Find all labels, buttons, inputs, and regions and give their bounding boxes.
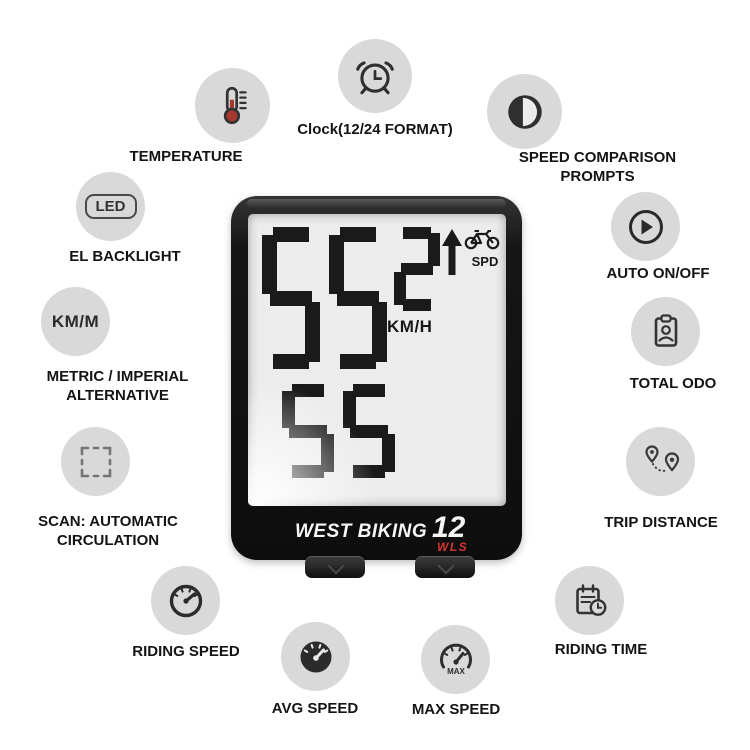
device-button-left [305,556,365,578]
feature-label-riding-speed: RIDING SPEED [132,643,240,660]
km-m-icon-text: KM/M [51,311,100,331]
feature-label-speed-comparison: SPEED COMPARISON PROMPTS [518,149,677,186]
brand-name: WEST BIKING [295,521,428,542]
avg-speed-icon [281,622,350,691]
brand-series: WLS [437,540,469,554]
feature-label-total-odo: TOTAL ODO [629,375,717,392]
riding-speed-icon [151,566,220,635]
feature-label-auto-on-off: AUTO ON/OFF [606,265,710,282]
speed-main-digits [262,227,387,369]
feature-label-el-backlight: EL BACKLIGHT [69,248,181,265]
led-backlight-icon: LED [76,172,145,241]
feature-label-temperature: TEMPERATURE [129,148,243,165]
scan-brackets-icon [61,427,130,496]
brand-row: WEST BIKING 12 WLS [231,511,522,556]
feature-label-riding-time: RIDING TIME [554,641,648,658]
bike-computer-device: SPD KM/H WEST BIKING 12 WLS [231,196,522,578]
speed-unit-label: KM/H [387,317,433,336]
feature-label-max-speed: MAX SPEED [411,701,501,718]
speed-decimal-digit [394,227,440,311]
brand-model-number: 12 [432,511,466,544]
feature-label-metric-imperial: METRIC / IMPERIAL ALTERNATIVE [46,368,189,405]
device-screen: SPD KM/H [248,214,506,506]
bicycle-icon [464,230,500,250]
led-icon-text: LED [84,194,137,219]
device-button-right [415,556,475,578]
total-odo-icon [631,297,700,366]
auto-on-off-icon [611,192,680,261]
alarm-clock-icon [338,39,412,113]
feature-label-avg-speed: AVG SPEED [271,700,359,717]
spd-mode-label: SPD [471,254,499,269]
speed-comparison-icon [487,74,562,149]
secondary-digits [282,384,395,478]
thermometer-icon [195,68,270,143]
up-arrow-icon [442,229,462,275]
riding-time-icon [555,566,624,635]
feature-label-scan: SCAN: AUTOMATIC CIRCULATION [38,513,178,550]
trip-distance-icon [626,427,695,496]
max-speed-icon: MAX [421,625,490,694]
feature-label-clock: Clock(12/24 FORMAT) [297,121,453,138]
max-icon-text: MAX [447,667,465,676]
feature-label-trip-distance: TRIP DISTANCE [604,514,718,531]
metric-imperial-icon: KM/M [41,287,110,356]
